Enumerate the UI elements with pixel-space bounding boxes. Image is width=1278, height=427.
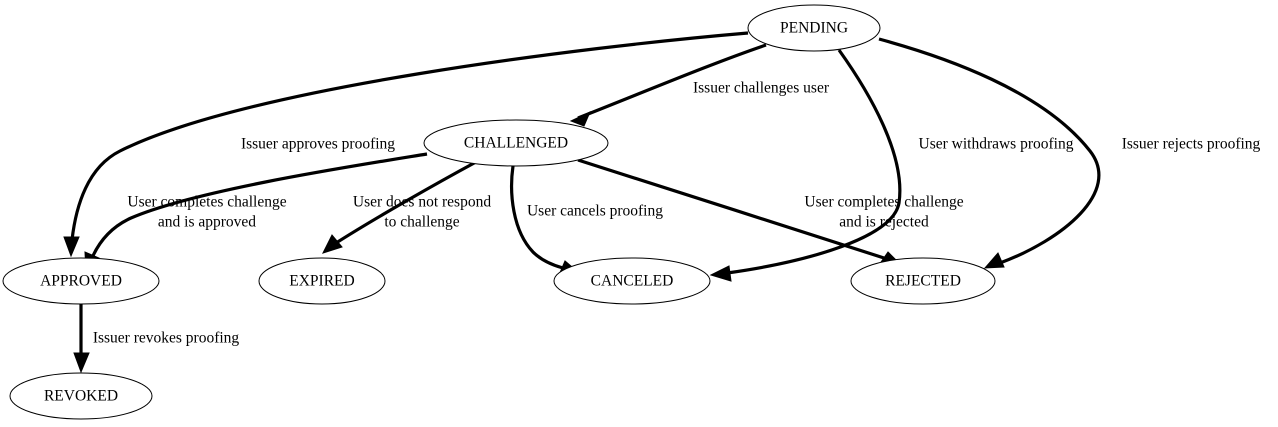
node-challenged[interactable]: CHALLENGED [423,119,609,167]
edge-challenged-to-approved[interactable]: User completes challenge and is approved [84,152,428,274]
node-revoked[interactable]: REVOKED [9,372,153,420]
edge-path [90,152,428,259]
node-shape [747,4,881,52]
node-shape [9,372,153,420]
node-shape [423,119,609,167]
edge-label: Issuer rejects proofing [1122,136,1261,153]
arrowhead-icon [63,236,80,258]
edge-label-line1: User does not respond [353,194,491,211]
arrowhead-icon [983,252,1005,269]
node-pending[interactable]: PENDING [747,4,881,52]
edge-pending-to-approved[interactable]: Issuer approves proofing [63,31,749,258]
edge-label-line2: to challenge [384,214,459,231]
node-label: EXPIRED [289,273,354,290]
node-canceled[interactable]: CANCELED [553,257,711,305]
node-label: APPROVED [40,273,122,290]
edge-label-line2: and is approved [158,214,256,231]
edge-pending-to-rejected[interactable]: Issuer rejects proofing [878,37,1261,269]
node-shape [258,257,386,305]
edge-path [335,160,477,245]
edge-label: Issuer challenges user [693,80,830,97]
node-shape [2,257,160,305]
edge-challenged-to-expired[interactable]: User does not respond to challenge [322,160,491,254]
edge-label: User cancels proofing [527,203,663,220]
arrowhead-icon [73,352,90,374]
node-label: REJECTED [885,273,961,290]
edge-label-line2: and is rejected [839,214,929,231]
edge-approved-to-revoked[interactable]: Issuer revokes proofing [73,304,240,374]
edge-pending-to-challenged[interactable]: Issuer challenges user [569,43,830,127]
node-label: PENDING [780,20,848,37]
edge-path [577,43,767,120]
edge-label: Issuer approves proofing [241,136,395,153]
edge-label-line1: User completes challenge [127,194,286,211]
edge-path [577,158,885,260]
edge-label: User withdraws proofing [919,136,1074,153]
arrowhead-icon [322,234,343,254]
edge-pending-to-canceled[interactable]: User withdraws proofing [709,49,1074,282]
node-label: CHALLENGED [464,135,568,152]
node-label: CANCELED [591,273,674,290]
edge-label: Issuer revokes proofing [93,330,240,347]
node-shape [850,257,996,305]
arrowhead-icon [709,265,732,282]
edge-path [726,49,902,275]
edge-path [510,165,564,270]
node-approved[interactable]: APPROVED [2,257,160,305]
node-rejected[interactable]: REJECTED [850,257,996,305]
edge-path [70,31,749,241]
node-label: REVOKED [44,388,118,405]
edge-path [878,37,1101,265]
edge-label-line1: User completes challenge [804,194,963,211]
node-shape [553,257,711,305]
node-expired[interactable]: EXPIRED [258,257,386,305]
arrowhead-icon [569,110,591,127]
